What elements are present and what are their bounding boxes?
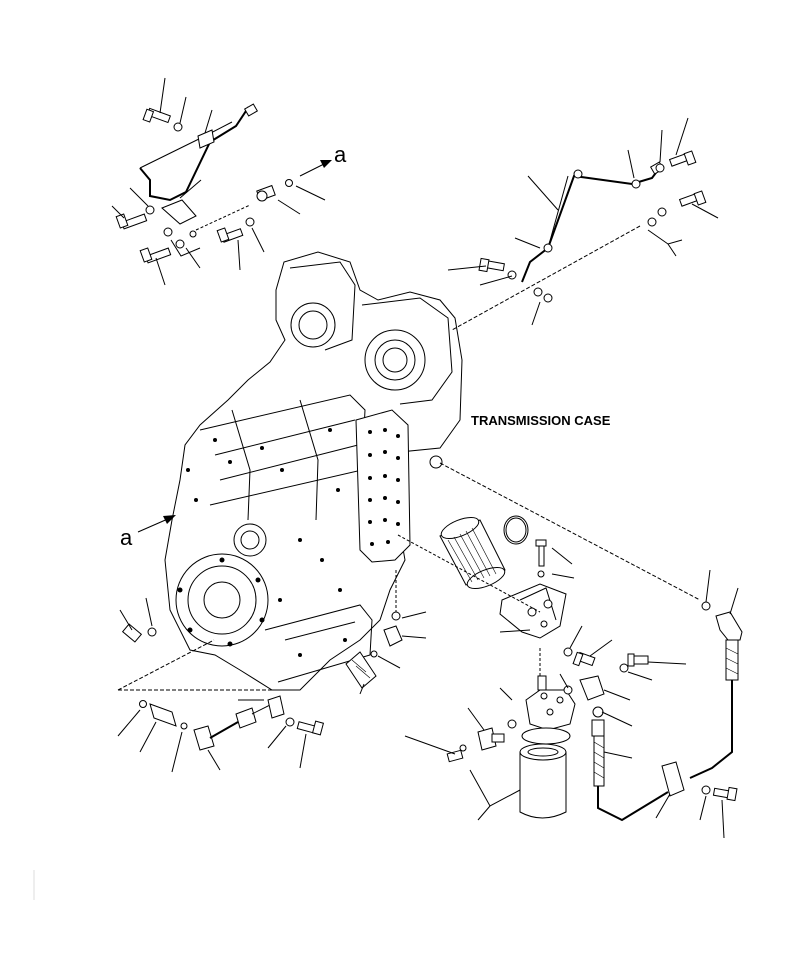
bolt [572,651,596,667]
transmission-case [164,251,463,691]
bolt [446,749,464,763]
bolt [216,227,244,243]
transmission-case-label: TRANSMISSION CASE [471,413,611,428]
bolt [142,107,172,124]
bolt [668,150,697,167]
right-hose [661,601,743,802]
bolt [296,720,325,736]
bolt [535,539,547,578]
filter-element [439,515,529,590]
left-plug-fitting [119,597,157,643]
filter-canister [519,743,567,819]
filter-head-bracket [499,583,567,639]
view-marker-top: a [334,142,347,167]
bolt [139,247,172,264]
bolt [115,213,148,230]
vertical-hose [591,719,669,822]
plug-fitting [370,570,427,669]
top-right-tube-assembly [447,117,719,331]
filter-head [521,648,576,745]
bolt [678,190,707,207]
bolt [478,257,505,273]
view-arrow-left [137,515,176,533]
elbow-fitting [579,675,605,701]
elbow-fitting [477,727,505,751]
bolt [627,653,649,667]
lower-left-pipe [117,639,325,773]
bolt [712,786,738,802]
top-left-tube-assembly [111,77,332,286]
view-marker-left: a [120,525,133,550]
long-fitting [345,651,377,695]
